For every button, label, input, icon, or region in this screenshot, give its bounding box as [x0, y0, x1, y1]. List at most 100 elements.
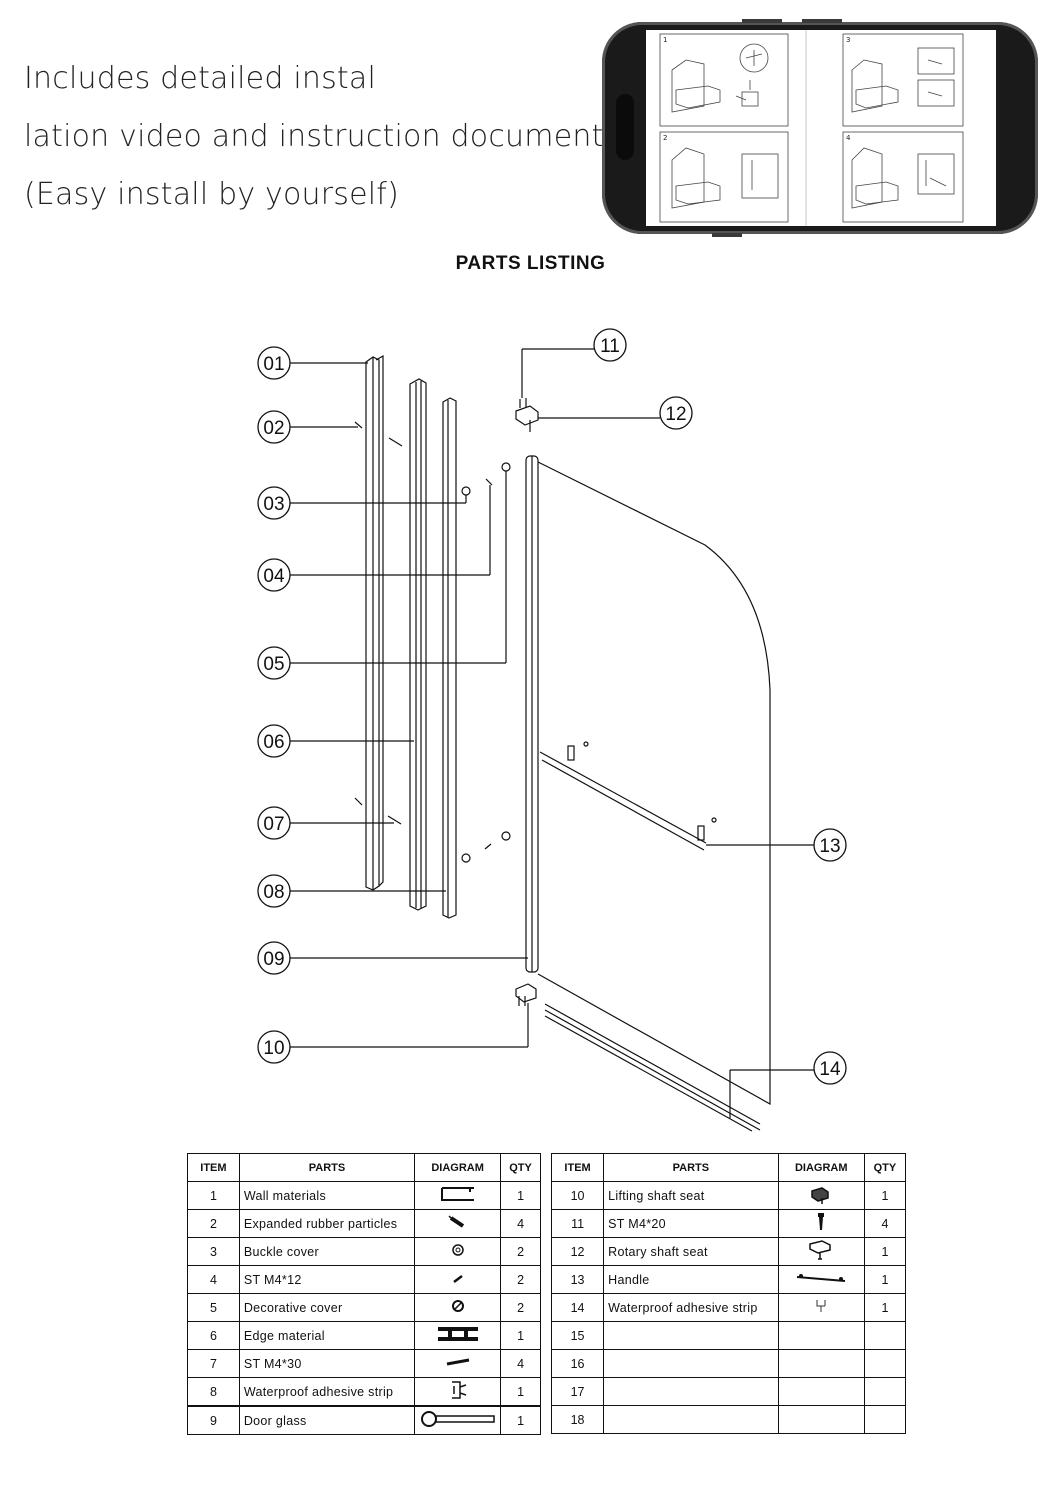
anchor-icon [448, 1215, 464, 1228]
callout-11 [593, 328, 627, 362]
callout-label: 04 [263, 566, 285, 587]
callout-02 [257, 410, 291, 444]
step-number: 2 [663, 134, 667, 142]
item-number: 15 [550, 1321, 605, 1350]
callout-label: 01 [263, 354, 284, 375]
part-name: Edge material [238, 1321, 416, 1350]
table-row: 18 [550, 1405, 907, 1434]
item-number: 17 [550, 1377, 605, 1406]
part-qty: 1 [500, 1321, 541, 1350]
part-qty: 1 [863, 1265, 907, 1294]
table-row: 16 [550, 1349, 907, 1378]
part-qty: 4 [863, 1209, 907, 1238]
item-number: 7 [187, 1349, 240, 1378]
item-number: 8 [187, 1377, 240, 1407]
item-number: 9 [187, 1405, 240, 1435]
part-name: Wall materials [238, 1181, 416, 1210]
handle-icon [797, 1274, 846, 1282]
part-name: Decorative cover [238, 1293, 416, 1322]
table-row: 2 Expanded rubber particles 4 [187, 1209, 541, 1238]
item-number: 1 [187, 1181, 240, 1210]
part-name [603, 1349, 779, 1378]
item-number: 11 [550, 1209, 605, 1238]
header-diagram: DIAGRAM [777, 1153, 865, 1182]
phone-camera [616, 94, 634, 160]
callout-01 [257, 346, 291, 380]
item-number: 10 [550, 1181, 605, 1210]
part-qty [863, 1321, 907, 1350]
intro-line-2: lation video and instruction document [24, 119, 604, 154]
callout-09 [257, 941, 291, 975]
table-row: 12 Rotary shaft seat 1 [550, 1237, 907, 1266]
part-name: Handle [603, 1265, 779, 1294]
intro-line-3: (Easy install by yourself) [24, 177, 399, 212]
table-row: 15 [550, 1321, 907, 1350]
item-number: 4 [187, 1265, 240, 1294]
part-name [603, 1405, 779, 1434]
callout-label: 13 [819, 836, 840, 857]
parts-table-left: ITEM PARTS DIAGRAM QTY 1 Wall materials … [187, 1153, 541, 1435]
item-number: 16 [550, 1349, 605, 1378]
part-name: ST M4*30 [238, 1349, 416, 1378]
part-qty: 2 [500, 1237, 541, 1266]
callout-label: 07 [263, 814, 284, 835]
item-number: 14 [550, 1293, 605, 1322]
table-row: 13 Handle 1 [550, 1265, 907, 1294]
part-name: Expanded rubber particles [238, 1209, 416, 1238]
part-qty: 1 [863, 1237, 907, 1266]
part-name [603, 1377, 779, 1406]
header-qty: QTY [863, 1153, 907, 1182]
table-row: 9 Door glass 1 [187, 1405, 541, 1435]
table-row: 11 ST M4*20 4 [550, 1209, 907, 1238]
part-qty: 1 [863, 1181, 907, 1210]
callout-06 [257, 724, 291, 758]
rotary-seat-icon [809, 1240, 831, 1260]
part-qty [863, 1349, 907, 1378]
parts-table-right: ITEM PARTS DIAGRAM QTY 10 Lifting shaft … [550, 1153, 907, 1434]
header-parts: PARTS [238, 1153, 416, 1182]
part-name: Door glass [238, 1405, 416, 1435]
cap-icon [451, 1300, 464, 1312]
callout-13 [813, 828, 847, 862]
callout-label: 10 [263, 1038, 284, 1059]
lifting-seat-icon [811, 1187, 829, 1204]
part-qty: 1 [863, 1293, 907, 1322]
part-name: Buckle cover [238, 1237, 416, 1266]
step-number: 3 [846, 36, 850, 44]
part-qty [863, 1377, 907, 1406]
intro-line-1: Includes detailed instal [24, 61, 376, 96]
strip-icon [451, 1381, 466, 1399]
table-row: 1 Wall materials 1 [187, 1181, 541, 1210]
table-row: 3 Buckle cover 2 [187, 1237, 541, 1266]
bottom-strip-icon [816, 1300, 826, 1312]
item-number: 5 [187, 1293, 240, 1322]
table-row: 7 ST M4*30 4 [187, 1349, 541, 1378]
phone-button [742, 19, 782, 23]
callout-label: 11 [600, 336, 620, 357]
callout-label: 06 [263, 732, 284, 753]
intro-text: Includes detailed instal lation video an… [24, 50, 604, 224]
channel-icon [440, 1187, 474, 1201]
parts-listing-title: PARTS LISTING [455, 253, 606, 274]
phone-mockup: 1 2 3 4 [602, 19, 1038, 237]
table-header-row: ITEM PARTS DIAGRAM QTY [550, 1153, 907, 1182]
callout-label: 08 [263, 882, 284, 903]
callout-08 [257, 874, 291, 908]
exploded-view-diagram: 01 02 03 04 05 06 07 08 09 10 11 12 13 1… [257, 328, 847, 1132]
ring-icon [451, 1244, 464, 1256]
phone-screen: 1 2 3 4 [646, 30, 996, 226]
part-qty: 2 [500, 1265, 541, 1294]
table-row: 17 [550, 1377, 907, 1406]
screw-icon [818, 1213, 825, 1230]
table-row: 6 Edge material 1 [187, 1321, 541, 1350]
item-number: 13 [550, 1265, 605, 1294]
item-number: 12 [550, 1237, 605, 1266]
part-qty: 2 [500, 1293, 541, 1322]
short-screw-icon [452, 1275, 463, 1283]
header-item: ITEM [550, 1153, 605, 1182]
part-name: ST M4*20 [603, 1209, 779, 1238]
callout-04 [257, 558, 291, 592]
step-number: 1 [663, 36, 667, 44]
callout-label: 02 [263, 418, 284, 439]
table-row: 4 ST M4*12 2 [187, 1265, 541, 1294]
